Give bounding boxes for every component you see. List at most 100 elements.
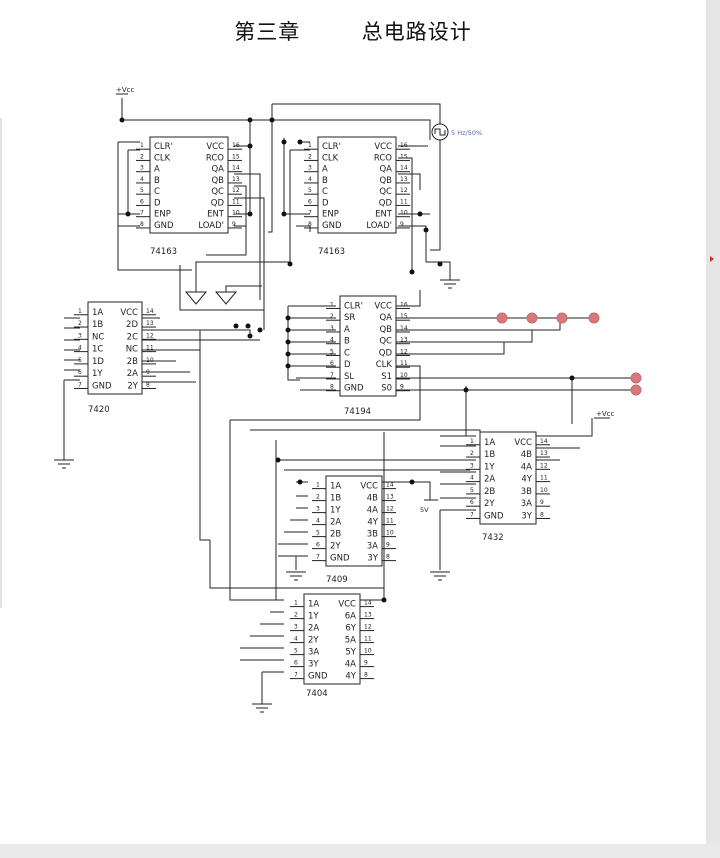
pin-label: CLK: [154, 153, 171, 163]
pin-label: CLR': [344, 301, 363, 311]
pin-number: 12: [400, 348, 408, 355]
pin-label: GND: [484, 511, 504, 521]
pin-number: 9: [540, 499, 544, 506]
pin-number: 2: [330, 313, 334, 320]
pin-label: VCC: [514, 438, 532, 448]
pin-number: 13: [540, 450, 548, 457]
pin-number: 5: [294, 648, 298, 655]
pin-label: 1Y: [330, 506, 341, 516]
svg-text:+Vcc: +Vcc: [116, 86, 135, 94]
pin-number: 2: [308, 153, 312, 160]
pin-number: 4: [78, 345, 82, 352]
pin-label: QB: [211, 176, 224, 186]
pin-label: 1Y: [484, 462, 495, 472]
pin-label: 1B: [330, 494, 341, 504]
chip-part-label: 74194: [344, 407, 371, 417]
pin-number: 6: [470, 499, 474, 506]
pin-label: QA: [211, 165, 224, 175]
pin-label: A: [322, 165, 328, 175]
pin-number: 15: [400, 313, 408, 320]
pin-number: 13: [364, 612, 372, 619]
svg-text:+Vcc: +Vcc: [596, 410, 615, 418]
pin-number: 3: [78, 332, 82, 339]
pin-number: 12: [364, 624, 372, 631]
pin-number: 9: [146, 369, 150, 376]
pin-label: D: [322, 198, 329, 208]
pin-label: ENT: [207, 210, 225, 220]
pin-number: 7: [78, 381, 82, 388]
pin-number: 14: [400, 325, 408, 332]
pin-number: 3: [140, 165, 144, 172]
pin-number: 14: [232, 165, 240, 172]
pin-number: 1: [140, 142, 144, 149]
pin-number: 7: [294, 672, 298, 679]
chip-body: [339, 295, 397, 397]
pin-label: GND: [308, 672, 328, 682]
pin-label: 4Y: [367, 518, 378, 528]
pin-label: 2B: [484, 487, 495, 497]
pin-label: 4Y: [521, 475, 532, 485]
pin-label: 3A: [521, 499, 532, 509]
pin-label: RCO: [374, 153, 392, 163]
chip-part-label: 7432: [482, 533, 504, 543]
pin-label: S0: [381, 384, 392, 394]
pin-number: 5: [470, 487, 474, 494]
chip-body: [325, 475, 383, 567]
vcc-symbol-2: +Vcc: [594, 410, 615, 419]
vertical-scrollbar[interactable]: [706, 0, 720, 844]
pin-number: 6: [308, 198, 312, 205]
pin-number: 7: [308, 210, 312, 217]
pin-label: RCO: [206, 153, 224, 163]
pin-number: 6: [140, 198, 144, 205]
pin-label: 1C: [92, 345, 103, 355]
pin-number: 9: [364, 660, 368, 667]
pin-label: B: [322, 176, 328, 186]
pin-label: 2B: [127, 357, 138, 367]
pin-number: 8: [146, 381, 150, 388]
pin-number: 1: [294, 600, 298, 607]
pin-number: 8: [308, 221, 312, 228]
vcc-symbol: +Vcc: [116, 86, 135, 95]
pin-label: 3A: [367, 542, 378, 552]
pin-number: 4: [316, 518, 320, 525]
pin-number: 4: [308, 176, 312, 183]
ground-symbol: [54, 279, 460, 713]
pin-number: 2: [140, 153, 144, 160]
pin-number: 2: [316, 494, 320, 501]
pin-label: CLK: [376, 360, 393, 370]
chip-body: [149, 136, 229, 234]
pin-number: 8: [540, 511, 544, 518]
pin-label: QB: [379, 176, 392, 186]
pin-number: 11: [364, 636, 372, 643]
pin-label: 2C: [127, 332, 138, 342]
svg-text:5V: 5V: [420, 506, 429, 514]
pin-number: 11: [400, 360, 408, 367]
pin-number: 10: [232, 210, 240, 217]
pin-number: 4: [330, 337, 334, 344]
pin-label: 2Y: [308, 636, 319, 646]
pin-label: B: [154, 176, 160, 186]
circuit-schematic: +Vcc +Vcc 5V 5 Hz/50% CLR'1CLK2A3B4C5D6E…: [54, 86, 642, 713]
pin-label: C: [344, 348, 350, 358]
pin-number: 6: [78, 369, 82, 376]
pin-label: VCC: [338, 600, 356, 610]
pin-label: QC: [379, 337, 392, 347]
pin-label: 5Y: [345, 648, 356, 658]
pin-number: 14: [386, 482, 394, 489]
buffer-gate-icon: [184, 291, 238, 305]
pin-label: 2A: [484, 475, 495, 485]
pin-label: A: [154, 165, 160, 175]
pin-label: 3A: [308, 648, 319, 658]
pin-number: 13: [232, 176, 240, 183]
pin-label: 1A: [92, 308, 103, 318]
pin-number: 4: [294, 636, 298, 643]
pin-number: 12: [232, 187, 240, 194]
pin-label: 3Y: [308, 660, 319, 670]
clock-label: 5 Hz/50%: [451, 129, 482, 137]
pin-label: VCC: [120, 308, 138, 318]
pin-label: 6A: [345, 612, 356, 622]
pin-label: QD: [379, 198, 393, 208]
